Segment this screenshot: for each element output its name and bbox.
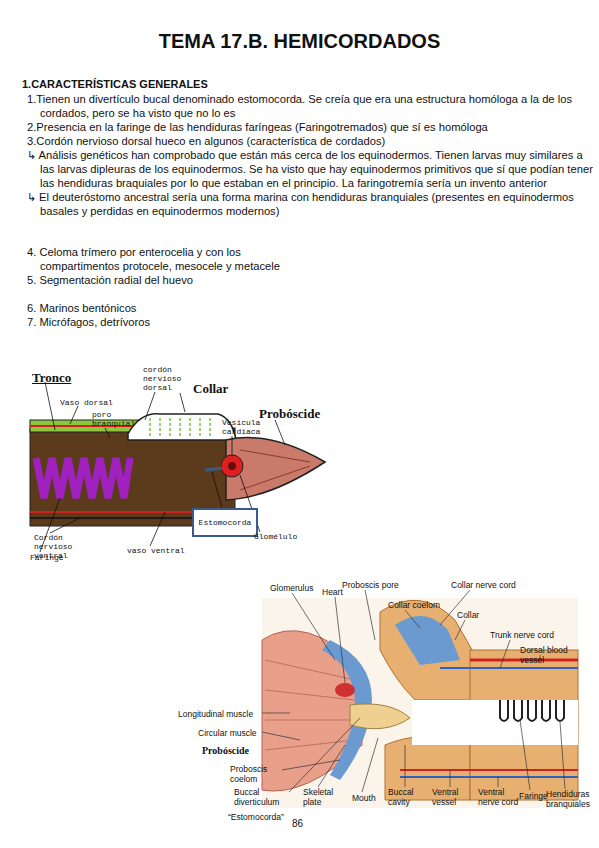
part-label: Glomélulo [254,532,314,541]
part-label: Hendiduras branquiales [546,789,599,809]
list-item: ↳ El deuteróstomo ancestral sería una fo… [27,190,599,218]
structure-box: Estomocorda [192,508,258,537]
leader-lines-2 [262,590,565,792]
part-label: Buccal cavity [388,787,428,807]
part-label: Collar [457,610,497,620]
part-label: Trunk nerve cord [490,630,570,640]
part-label: Longitudinal muscle [178,709,268,719]
part-label: Vesícula cardiaca [222,418,272,436]
part-label: Collar [193,381,253,397]
part-label: Collar nerve cord [451,580,531,590]
page-title: TEMA 17.B. HEMICORDADOS [0,30,599,53]
list-item: 3.Cordón nervioso dorsal hueco en alguno… [27,134,599,148]
part-label: Probóscide [259,406,339,422]
part-label: “Estomocorda” [228,812,298,822]
list-item: 2.Presencia en la faringe de las hendidu… [27,120,599,134]
part-label: Ventral vessel [432,787,472,807]
part-label: Glomerulus [270,583,330,593]
list-item: 5. Segmentación radial del huevo [27,273,440,287]
part-label: Circular muscle [198,728,278,738]
part-label: Probóscide [202,745,262,756]
part-label: Buccal diverticulum [234,787,289,807]
part-label: Ventral nerve cord [478,787,523,807]
part-label: Faringe [30,553,80,562]
part-label: Proboscis coelom [230,764,280,784]
part-label: Proboscis pore [342,580,414,590]
part-label: Dorsal blood vessel [520,645,575,665]
part-label: Collar coelom [388,600,458,610]
part-label: cordón nervioso dorsal [143,365,193,392]
part-label: Vaso dorsal [60,398,130,407]
part-label: vaso ventral [127,546,197,555]
part-label: Mouth [352,793,387,803]
part-label: poro branquial [92,410,137,428]
part-label: Skeletal plate [303,787,343,807]
part-label: Tronco [32,370,92,386]
leader-lines-1 [40,382,285,552]
list-item: 7. Micrófagos, detrívoros [27,315,440,329]
list-item: 1.Tienen un divertículo bucal denominado… [27,92,599,120]
page-number: 86 [292,818,322,829]
list-item: 6. Marinos bentónicos [27,301,440,315]
section-heading: 1.CARACTERÍSTICAS GENERALES [22,78,422,90]
list-item: ↳ Análisis genéticos han comprobado que … [27,148,599,190]
box-label: Estomocorda [199,518,252,527]
section-diagram [262,598,578,808]
list-item: 4. Celoma trímero por enterocelia y con … [27,245,290,273]
worm-diagram [30,414,325,526]
